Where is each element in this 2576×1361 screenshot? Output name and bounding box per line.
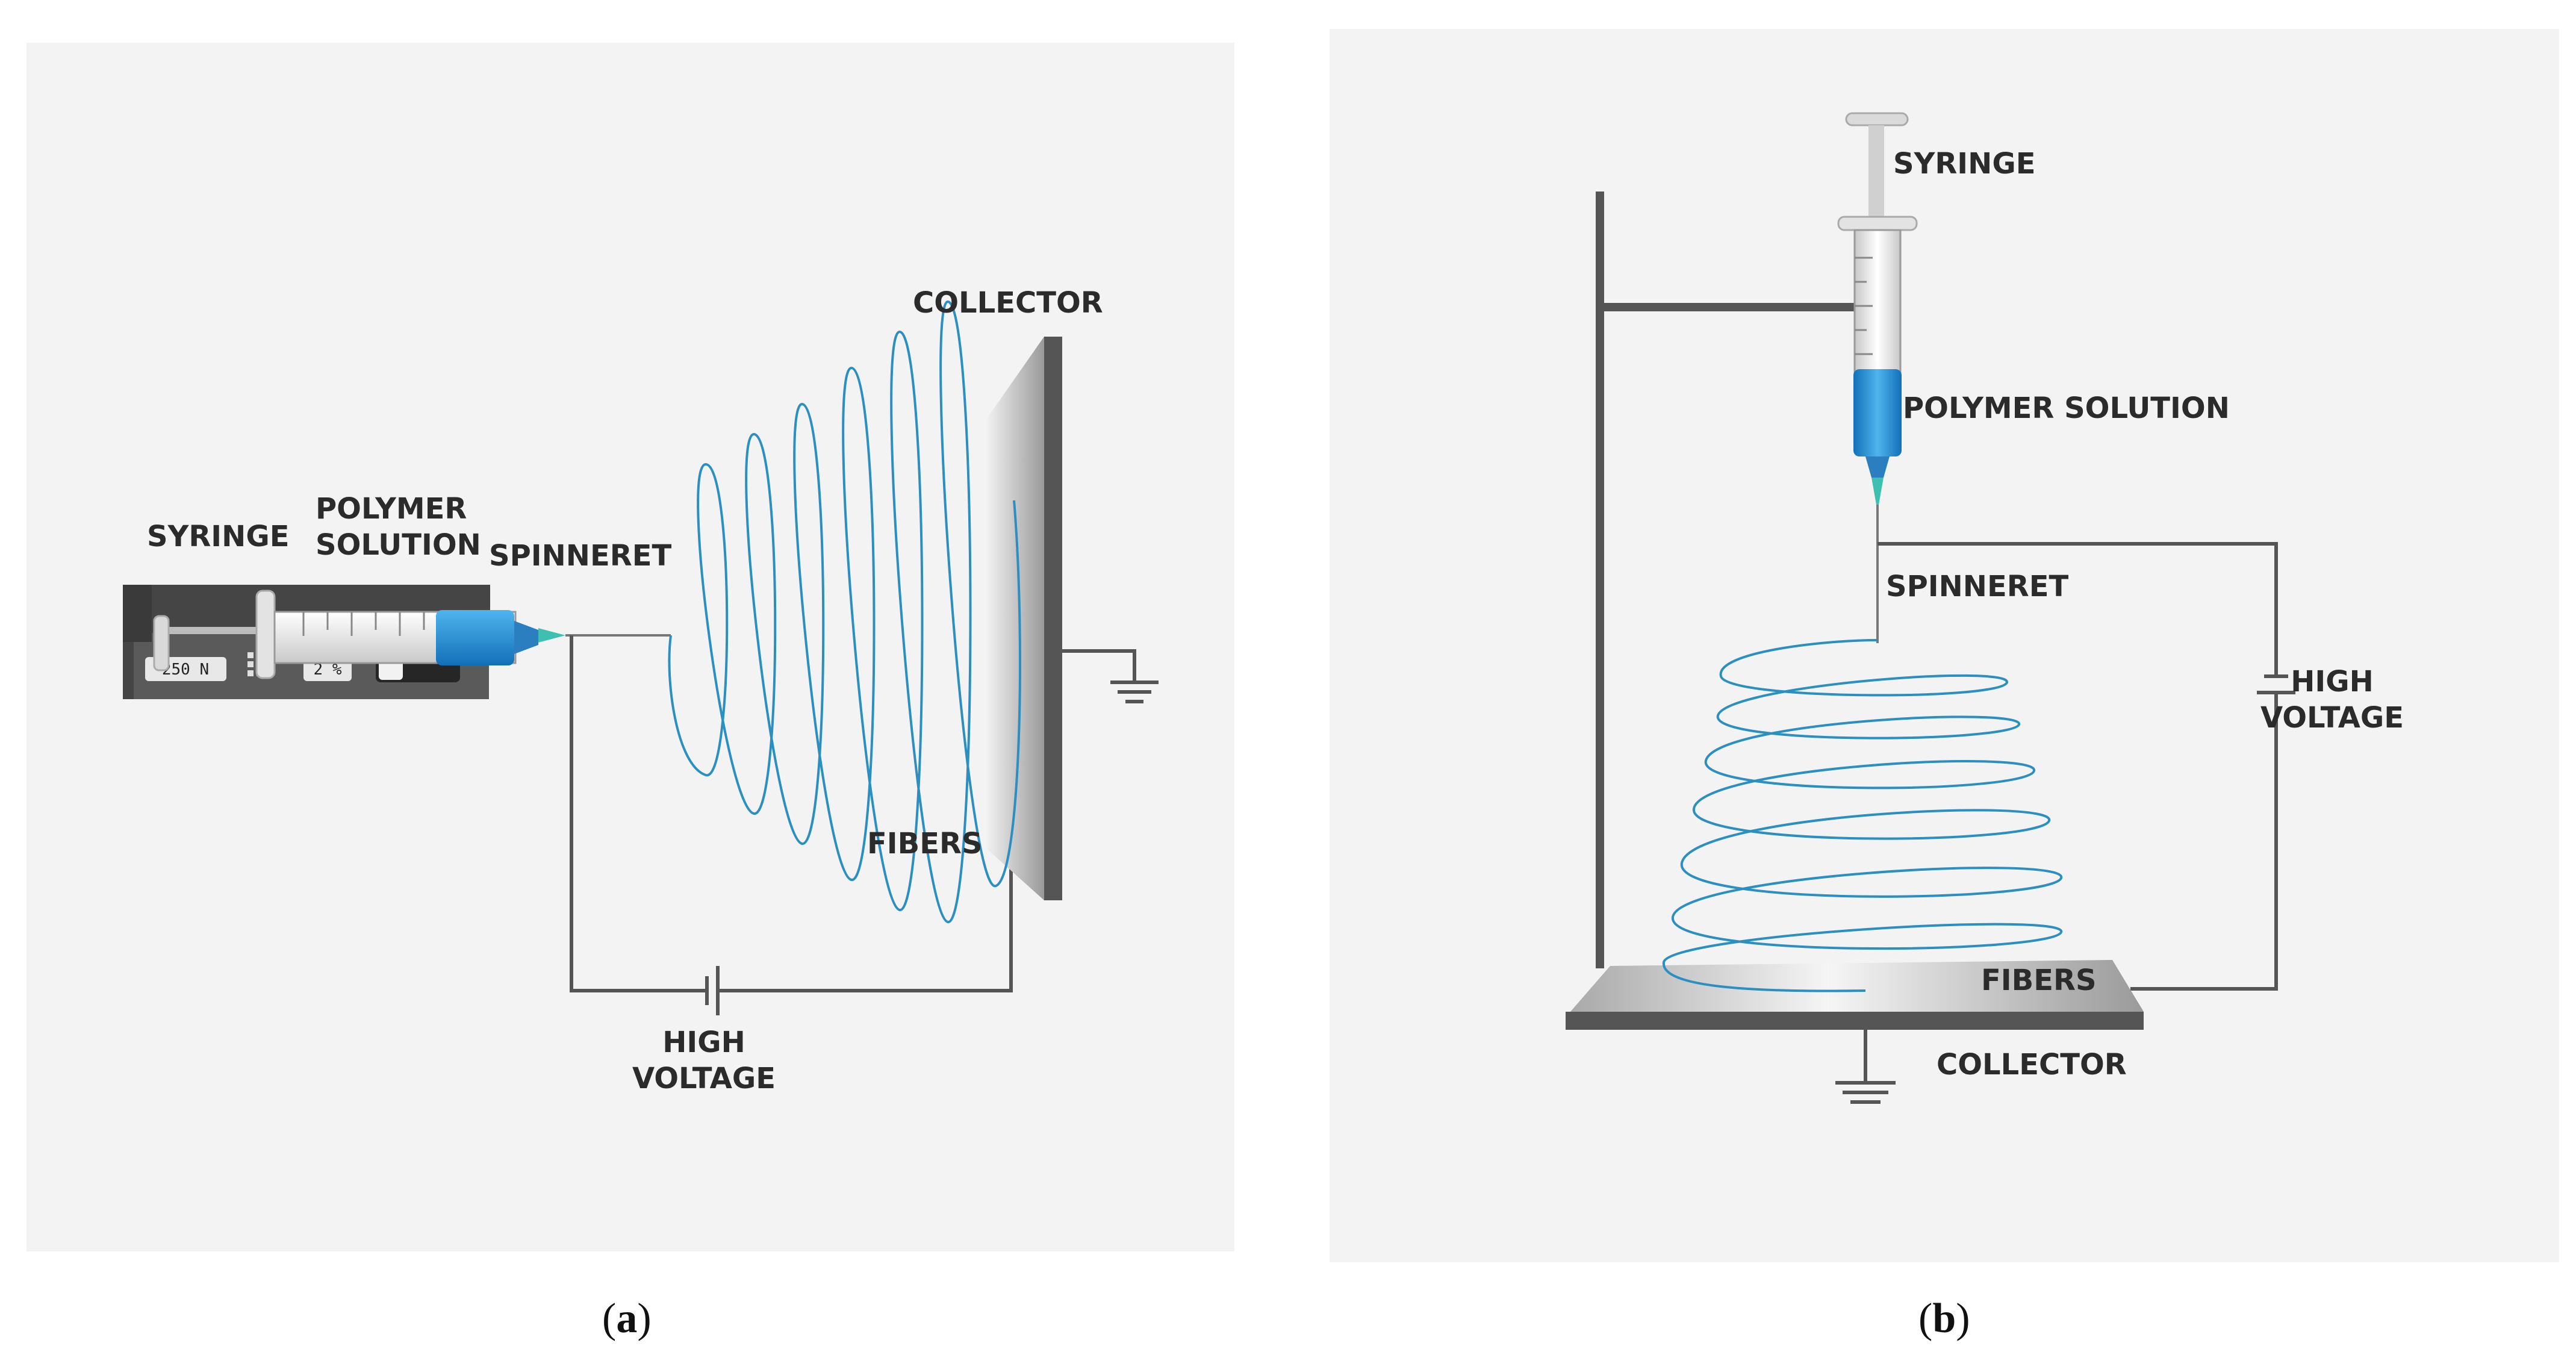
label-polymer-solution-a: POLYMER SOLUTION	[316, 492, 481, 562]
battery-symbol-a	[705, 966, 720, 1015]
label-syringe-a: SYRINGE	[147, 520, 290, 553]
needle-b	[1871, 478, 1884, 505]
collector-plate-a	[985, 337, 1062, 900]
battery-symbol-b	[2257, 674, 2295, 694]
circuit-wire-b	[1876, 505, 2278, 991]
fiber-spiral-a	[668, 300, 1021, 923]
label-syringe-b: SYRINGE	[1893, 147, 2036, 181]
stand-b	[1596, 192, 1893, 968]
circuit-wire-a	[565, 634, 1136, 992]
panel-a-diagram: 250 N 2 %	[123, 300, 1159, 1015]
label-collector-a: COLLECTOR	[913, 286, 1103, 320]
caption-b-letter: b	[1932, 1295, 1956, 1342]
label-high-voltage-b: HIGH VOLTAGE	[2260, 665, 2404, 735]
panel-b-vertical-setup: SYRINGE POLYMER SOLUTION SPINNERET HIGH …	[1330, 29, 2559, 1262]
label-spinneret-b: SPINNERET	[1886, 570, 2069, 603]
pump-rate-text: 250 N	[162, 661, 209, 679]
label-high-voltage-a: HIGH VOLTAGE	[632, 1026, 776, 1095]
ground-symbol-b	[1835, 1030, 1896, 1104]
label-fibers-b: FIBERS	[1981, 964, 2097, 997]
fiber-spiral-b	[1662, 639, 2063, 992]
caption-b: (b)	[1918, 1295, 1970, 1342]
syringe-b	[1837, 112, 1918, 505]
label-polymer-solution-b: POLYMER SOLUTION	[1903, 391, 2230, 425]
syringe-a	[153, 590, 565, 679]
label-spinneret-a: SPINNERET	[489, 539, 672, 573]
polymer-solution-b	[1853, 369, 1902, 456]
label-fibers-a: FIBERS	[867, 827, 983, 861]
needle-a	[538, 628, 565, 643]
ground-symbol-a	[1110, 680, 1159, 703]
panel-a-horizontal-setup: 250 N 2 %	[26, 43, 1234, 1251]
label-collector-b: COLLECTOR	[1937, 1048, 2127, 1082]
collector-platform-b	[1566, 960, 2144, 1030]
polymer-solution-a	[436, 610, 514, 665]
caption-a-letter: a	[616, 1295, 638, 1342]
caption-a: (a)	[602, 1295, 652, 1342]
panel-b-diagram	[1566, 112, 2295, 1104]
